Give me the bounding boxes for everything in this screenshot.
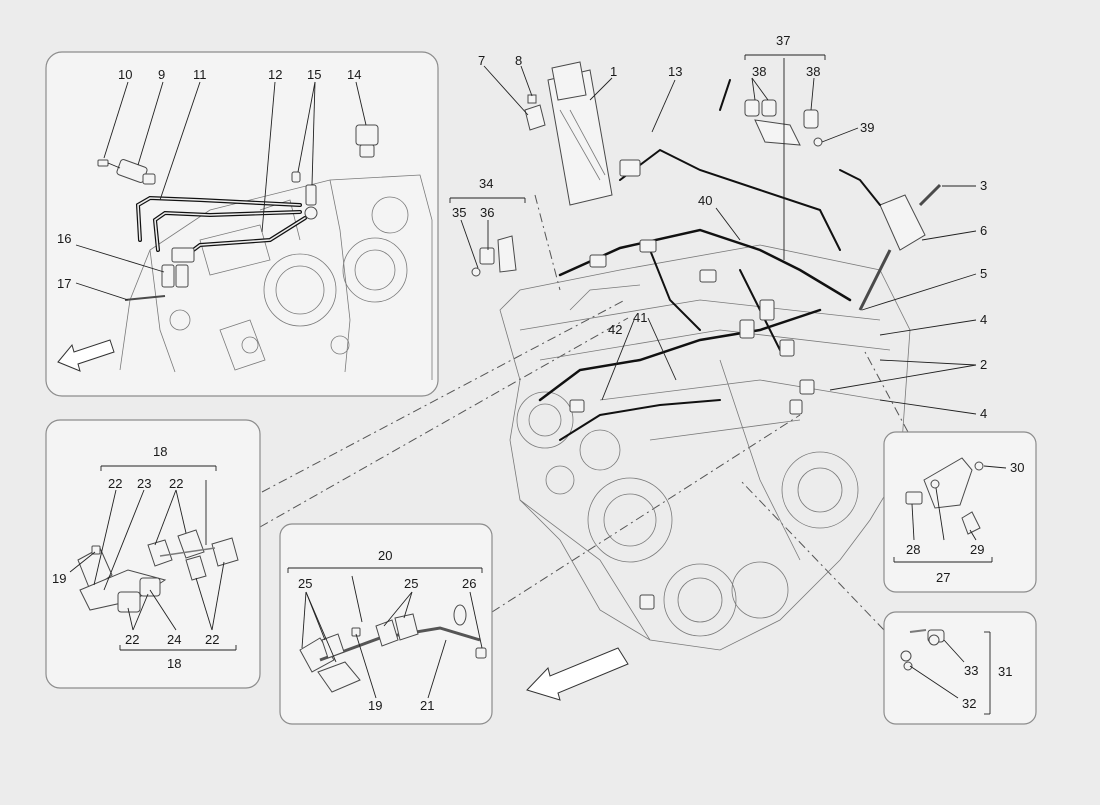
- inset-31-leaders: [909, 639, 965, 699]
- callout-21: 21: [420, 698, 434, 713]
- callout-9: 9: [158, 67, 165, 82]
- callout-27: 27: [936, 570, 950, 585]
- bracket-37: [744, 99, 823, 147]
- callout-18: 18: [153, 444, 167, 459]
- callout-39: 39: [860, 120, 874, 135]
- callout-7: 7: [478, 53, 485, 68]
- callout-40: 40: [698, 193, 712, 208]
- callout-10: 10: [118, 67, 132, 82]
- bolt-3: [918, 183, 942, 207]
- group-bracket-34: [449, 197, 526, 203]
- callout-31: 31: [998, 664, 1012, 679]
- callout-8: 8: [515, 53, 522, 68]
- inset-27-leaders: [911, 465, 1007, 541]
- ecu-1: [547, 61, 613, 206]
- bracket-8: [524, 94, 546, 131]
- group-bracket-37: [744, 54, 826, 60]
- callout-3: 3: [980, 178, 987, 193]
- group-bracket-27: [893, 557, 993, 563]
- group-bracket-20: [287, 567, 483, 573]
- main-leaders: [460, 58, 977, 415]
- callout-4b: 4: [980, 406, 987, 421]
- inset-bracket-27: 30 28 29 27: [883, 431, 1037, 593]
- callout-25b: 25: [404, 576, 418, 591]
- callout-15: 15: [307, 67, 321, 82]
- callout-38b: 38: [806, 64, 820, 79]
- inset-bracket-18: 18 22 23 22 19 22 24 22 18: [45, 419, 261, 689]
- inset-engine-block: 10 9 11 12 15 14 16 17: [45, 51, 439, 397]
- callout-2: 2: [980, 357, 987, 372]
- callout-36: 36: [480, 205, 494, 220]
- callout-33: 33: [964, 663, 978, 678]
- group-bracket-31: [984, 631, 991, 715]
- callout-41: 41: [633, 310, 647, 325]
- group-bracket-18-bottom: [119, 645, 237, 651]
- callout-34: 34: [479, 176, 493, 191]
- bracket-27-sketch: [905, 457, 984, 535]
- callout-32: 32: [962, 696, 976, 711]
- callout-4: 4: [980, 312, 987, 327]
- callout-30: 30: [1010, 460, 1024, 475]
- engine-outline: [499, 244, 911, 651]
- inset-sensor-31: 33 31 32: [883, 611, 1037, 725]
- callout-22: 22: [108, 476, 122, 491]
- callout-37: 37: [776, 33, 790, 48]
- engine-block-sketch: [119, 174, 433, 380]
- callout-19b: 19: [368, 698, 382, 713]
- coil-6: [839, 169, 926, 311]
- callout-1: 1: [610, 64, 617, 79]
- callout-22b: 22: [169, 476, 183, 491]
- callout-5: 5: [980, 266, 987, 281]
- callout-14: 14: [347, 67, 361, 82]
- arrow-left-down-icon: [57, 339, 115, 372]
- callout-23: 23: [137, 476, 151, 491]
- clip-34: [471, 235, 517, 277]
- bracket-20-sketch: [299, 604, 487, 693]
- callout-19: 19: [52, 571, 66, 586]
- callout-6: 6: [980, 223, 987, 238]
- callout-22c: 22: [125, 632, 139, 647]
- callout-28: 28: [906, 542, 920, 557]
- dashed-leaders: [259, 194, 909, 631]
- bolt-17: [124, 295, 166, 301]
- callout-17: 17: [57, 276, 71, 291]
- callout-13: 13: [668, 64, 682, 79]
- inset-bracket-20: 20 25 25 26 19 21: [279, 523, 493, 725]
- inset-tl-leaders: [75, 81, 367, 301]
- sensor-14: [355, 124, 379, 158]
- wiring-harness: [538, 79, 852, 610]
- callout-16: 16: [57, 231, 71, 246]
- inset-18-leaders: [69, 480, 225, 631]
- callout-22d: 22: [205, 632, 219, 647]
- callout-35: 35: [452, 205, 466, 220]
- group-bracket-18-top: [100, 465, 217, 471]
- sensor-31-sketch: [900, 629, 945, 671]
- callout-38: 38: [752, 64, 766, 79]
- brackets-16: [161, 247, 195, 288]
- callout-25: 25: [298, 576, 312, 591]
- callout-26: 26: [462, 576, 476, 591]
- screw-10: [97, 159, 121, 169]
- callout-18b: 18: [167, 656, 181, 671]
- main-engine: 7 8 1 13 37 38 38 39 3 34 35 36 40 6 5 4…: [449, 33, 987, 701]
- fittings-15: [291, 171, 318, 220]
- callout-11: 11: [193, 67, 207, 82]
- callout-20: 20: [378, 548, 392, 563]
- callout-42: 42: [608, 322, 622, 337]
- sensor-9: [116, 159, 156, 185]
- callout-12: 12: [268, 67, 282, 82]
- arrow-left-down-icon: [526, 647, 629, 701]
- inset-20-leaders: [301, 575, 483, 699]
- callout-29: 29: [970, 542, 984, 557]
- callout-24: 24: [167, 632, 181, 647]
